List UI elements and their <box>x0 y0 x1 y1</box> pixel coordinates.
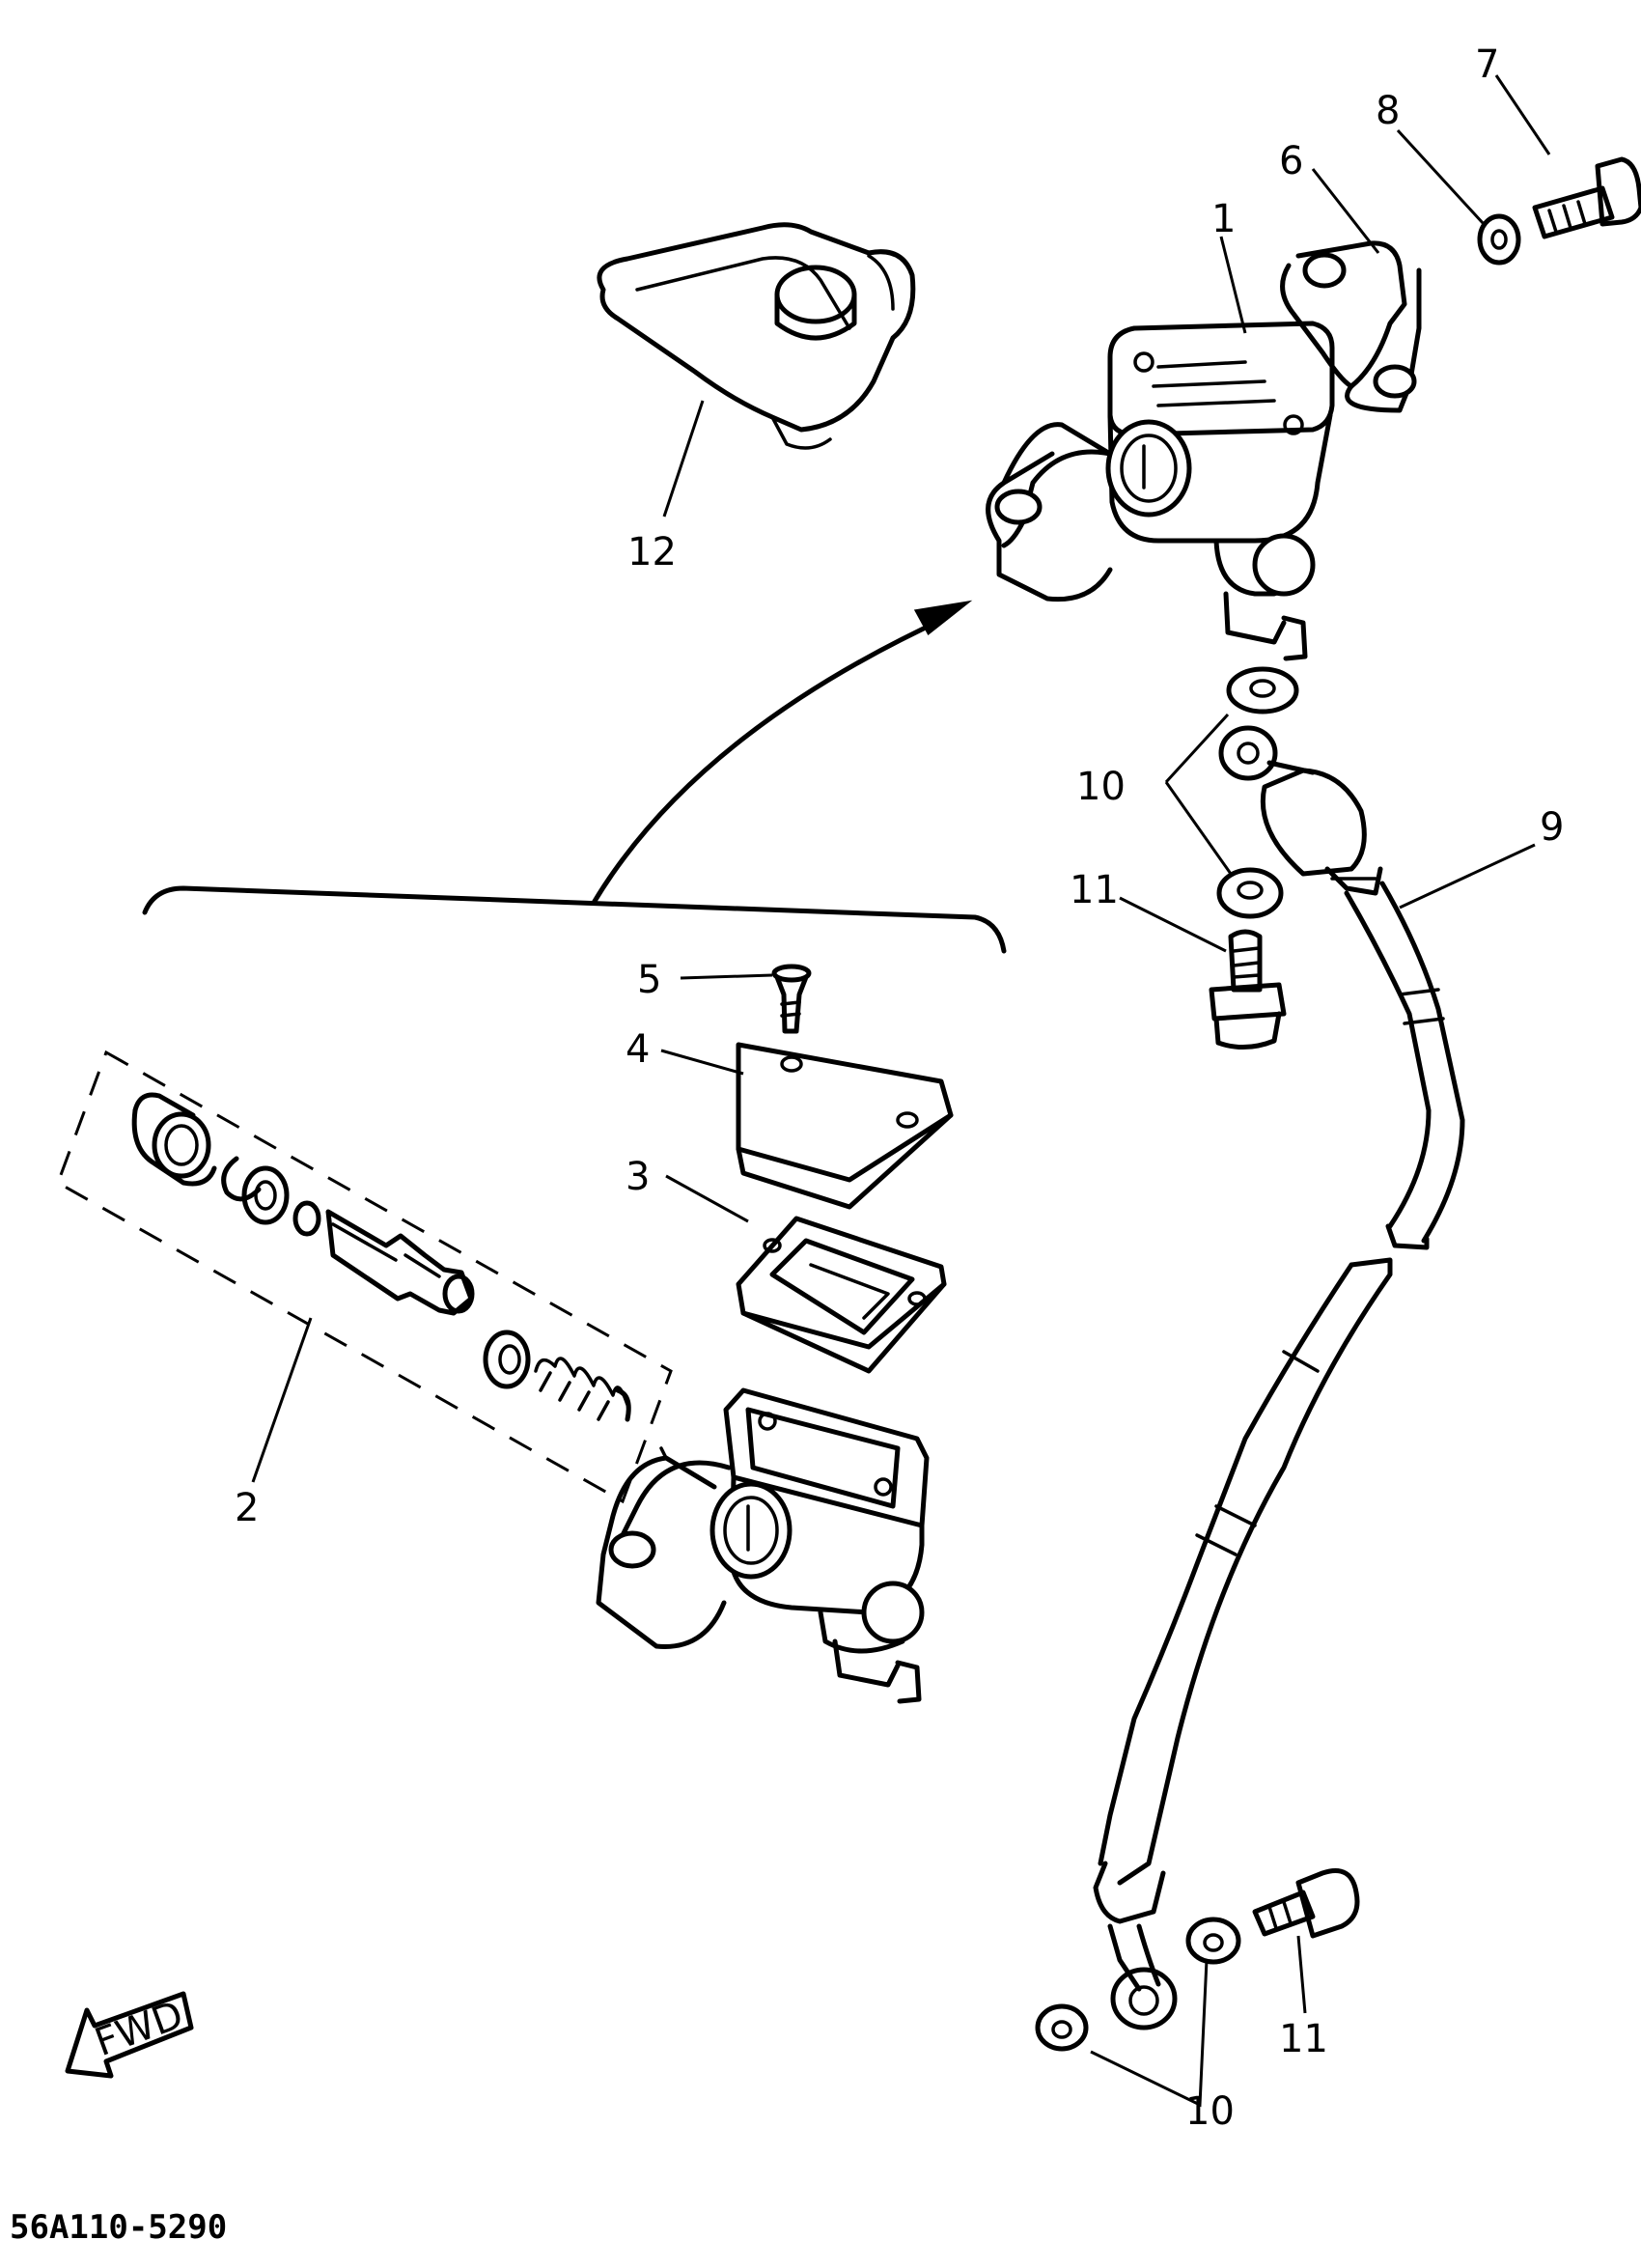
piston-kit-boundary <box>56 1050 673 1504</box>
leader-1 <box>1219 236 1247 334</box>
part-3-diaphragm <box>736 1216 947 1374</box>
part-10-washer-upper-1 <box>1226 666 1299 714</box>
leader-10-upper <box>1164 713 1233 875</box>
leader-11-upper <box>1119 896 1227 953</box>
diagram-code: 56A110-5290 <box>10 2208 227 2247</box>
part-10-washer-lower-1 <box>1185 1917 1241 1965</box>
fwd-label: FWD <box>89 1993 188 2065</box>
leader-9 <box>1399 843 1536 910</box>
callout-11-lower: 11 <box>1279 2017 1328 2061</box>
callout-3: 3 <box>626 1155 650 1199</box>
part-5-screw <box>771 964 812 1034</box>
callout-11-upper: 11 <box>1070 868 1119 912</box>
callout-7: 7 <box>1475 42 1499 87</box>
leader-12 <box>662 400 705 518</box>
leader-6 <box>1311 168 1380 254</box>
part-10-washer-upper-2 <box>1216 867 1284 919</box>
callout-8: 8 <box>1376 89 1400 133</box>
callout-10-lower: 10 <box>1185 2089 1235 2134</box>
part-11-union-bolt-upper <box>1209 929 1287 1050</box>
leader-4 <box>660 1049 744 1076</box>
part-9-brake-hose <box>1093 725 1465 2030</box>
part-4-cap-plate <box>736 1042 954 1210</box>
assembly-arrow-head <box>913 600 973 636</box>
part-6-holder <box>1280 240 1422 413</box>
part-2-piston-kit <box>56 1050 673 1504</box>
assembly-bracket <box>142 885 1007 954</box>
leader-10-lower <box>1090 1959 1209 2108</box>
callout-9: 9 <box>1540 805 1564 850</box>
callout-4: 4 <box>626 1027 650 1072</box>
callout-12: 12 <box>627 530 677 574</box>
part-7-bolt <box>1532 156 1641 239</box>
part-11-union-bolt-lower <box>1252 1868 1360 1939</box>
part-1-master-cylinder-assembly <box>986 321 1335 661</box>
part-12-lever-cover <box>597 222 916 450</box>
callout-2: 2 <box>235 1486 259 1530</box>
leader-7 <box>1494 74 1551 155</box>
master-cylinder-body <box>596 1387 930 1704</box>
callout-10-upper: 10 <box>1076 765 1126 809</box>
assembly-arrow-shaft <box>591 615 949 906</box>
leader-8 <box>1396 128 1486 226</box>
part-10-washer-lower-2 <box>1035 2003 1089 2052</box>
callout-6: 6 <box>1279 139 1303 183</box>
leader-2 <box>251 1317 313 1483</box>
leader-11-lower <box>1296 1935 1307 2014</box>
part-8-washer <box>1477 213 1521 266</box>
callout-1: 1 <box>1211 197 1236 241</box>
callout-5: 5 <box>637 958 661 1002</box>
leader-3 <box>665 1174 749 1223</box>
leader-5 <box>680 973 773 980</box>
fwd-arrow-icon: FWD <box>65 1991 194 2079</box>
